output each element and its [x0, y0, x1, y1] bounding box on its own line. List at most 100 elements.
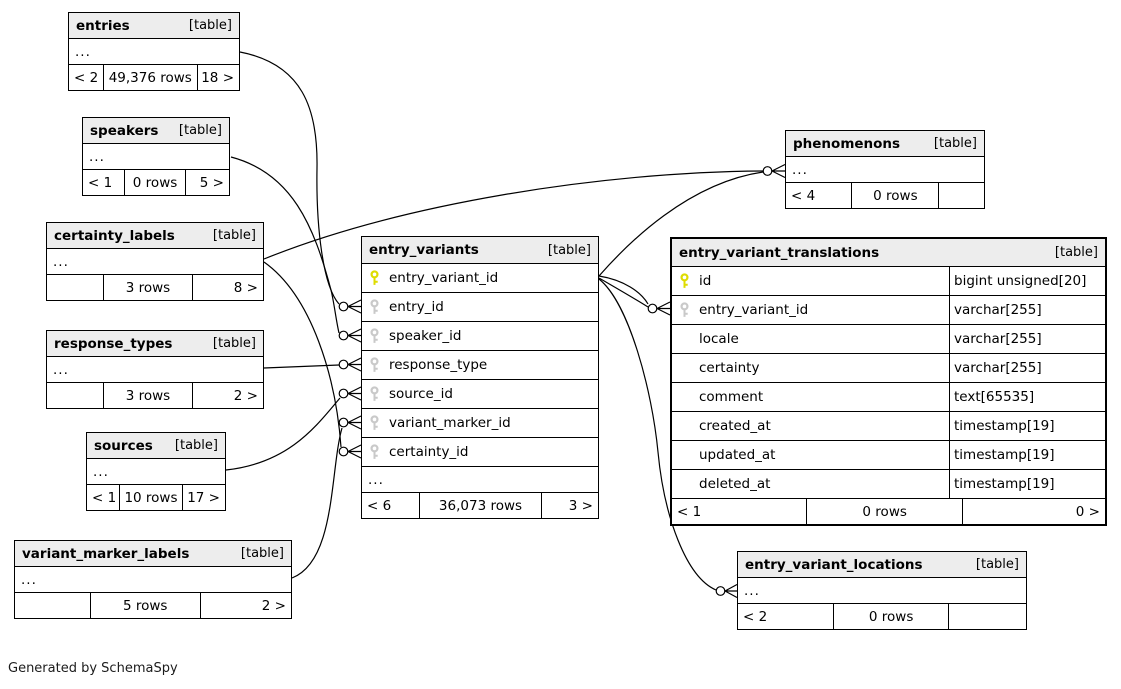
footer-rows: 5 rows — [89, 593, 200, 618]
table-name[interactable]: entries — [76, 17, 130, 34]
column-id: id bigint unsigned[20] — [672, 267, 1105, 296]
rel-response-types-response-type — [263, 364, 340, 369]
footer-rows: 0 rows — [851, 183, 938, 208]
footer-children — [15, 593, 90, 618]
table-tag: [table] — [240, 546, 284, 561]
column-type: timestamp[19] — [949, 441, 1105, 469]
footer-children: < 2 — [743, 608, 768, 625]
footer-rows: 49,376 rows — [103, 65, 197, 90]
column-type: text[65535] — [949, 383, 1105, 411]
rel-sources-source-id — [225, 397, 341, 471]
table-phenomenons[interactable]: phenomenons [table] ... < 4 0 rows — [785, 130, 985, 209]
table-name[interactable]: entry_variant_locations — [745, 556, 923, 573]
table-header[interactable]: entries [table] — [69, 13, 239, 39]
footer-children — [47, 275, 103, 300]
column-name: created_at — [699, 418, 771, 434]
table-variant-marker-labels[interactable]: variant_marker_labels [table] ... 5 rows… — [14, 540, 292, 619]
table-tag: [table] — [178, 123, 222, 138]
foreign-key-icon — [369, 298, 389, 316]
crowfoot-phenomenons — [771, 163, 786, 179]
table-footer: < 1 10 rows 17 > — [87, 485, 225, 510]
column-name: entry_id — [389, 299, 444, 315]
footer-parents: 2 > — [191, 383, 263, 408]
table-tag: [table] — [933, 136, 977, 151]
foreign-key-icon — [369, 356, 389, 374]
column-speaker-id: speaker_id — [362, 322, 598, 351]
generator-note: Generated by SchemaSpy — [8, 661, 178, 676]
footer-children: < 6 — [367, 497, 392, 514]
table-header[interactable]: variant_marker_labels [table] — [15, 541, 291, 567]
column-entry-variant-id: entry_variant_id — [362, 264, 598, 293]
primary-key-icon — [369, 269, 389, 287]
rel-variant-marker-labels-variant-marker-id — [291, 427, 343, 579]
footer-parents: 5 > — [185, 170, 229, 195]
column-source-id: source_id — [362, 380, 598, 409]
table-header[interactable]: certainty_labels [table] — [47, 223, 263, 249]
footer-children: < 1 — [92, 489, 117, 506]
footer-rows: 3 rows — [103, 275, 192, 300]
hidden-columns-row: ... — [362, 467, 598, 493]
table-entry-variant-translations[interactable]: entry_variant_translations [table] id bi… — [670, 237, 1107, 526]
table-response-types[interactable]: response_types [table] ... 3 rows 2 > — [46, 330, 264, 409]
table-name[interactable]: entry_variants — [369, 242, 479, 258]
footer-children: < 1 — [677, 503, 702, 520]
table-header[interactable]: entry_variant_translations [table] — [672, 239, 1105, 267]
column-name: updated_at — [699, 447, 776, 463]
table-entries[interactable]: entries [table] ... < 2 49,376 rows 18 > — [68, 12, 240, 91]
table-header[interactable]: speakers [table] — [83, 118, 229, 144]
table-name[interactable]: sources — [94, 437, 153, 454]
hidden-columns-row: ... — [83, 144, 229, 170]
table-name[interactable]: certainty_labels — [54, 227, 175, 244]
footer-parents: 0 > — [962, 499, 1105, 524]
footer-children — [47, 383, 103, 408]
rel-entry-variants-locations — [598, 278, 717, 591]
table-tag: [table] — [212, 228, 256, 243]
crowfoot-variant-marker-id — [347, 415, 362, 430]
foreign-key-icon — [369, 385, 389, 403]
column-type: bigint unsigned[20] — [949, 267, 1105, 295]
table-header[interactable]: entry_variant_locations [table] — [738, 552, 1026, 578]
footer-parents: 2 > — [199, 593, 291, 618]
table-footer: < 6 36,073 rows 3 > — [362, 493, 598, 518]
column-name: deleted_at — [699, 476, 771, 492]
hidden-columns-row: ... — [87, 459, 225, 485]
rel-certainty-labels-phenomenons — [263, 170, 764, 260]
table-footer: < 1 0 rows 0 > — [672, 499, 1105, 524]
table-entry-variants[interactable]: entry_variants [table] entry_variant_id … — [361, 236, 599, 519]
column-type: varchar[255] — [949, 296, 1105, 324]
column-updated-at: updated_at timestamp[19] — [672, 441, 1105, 470]
rel-entry-variants-translations-b — [598, 277, 649, 308]
primary-key-icon — [679, 272, 699, 290]
column-name: entry_variant_id — [699, 302, 809, 318]
crowfoot-source-id — [347, 386, 362, 401]
column-type: varchar[255] — [949, 325, 1105, 353]
foreign-key-icon — [679, 301, 699, 319]
table-name[interactable]: variant_marker_labels — [22, 545, 190, 562]
hidden-columns-row: ... — [738, 578, 1026, 604]
table-speakers[interactable]: speakers [table] ... < 1 0 rows 5 > — [82, 117, 230, 196]
table-name[interactable]: response_types — [54, 335, 173, 352]
table-header[interactable]: sources [table] — [87, 433, 225, 459]
column-comment: comment text[65535] — [672, 383, 1105, 412]
table-name[interactable]: speakers — [90, 122, 159, 139]
footer-parents — [948, 604, 1026, 629]
hidden-columns-row: ... — [15, 567, 291, 593]
table-header[interactable]: phenomenons [table] — [786, 131, 984, 157]
table-sources[interactable]: sources [table] ... < 1 10 rows 17 > — [86, 432, 226, 511]
column-type: timestamp[19] — [949, 412, 1105, 440]
rel-speakers-speaker-id — [230, 156, 340, 334]
footer-parents — [938, 183, 984, 208]
column-name: id — [699, 273, 712, 289]
footer-parents: 3 > — [541, 493, 598, 518]
crowfoot-entry-id — [347, 299, 362, 314]
table-name[interactable]: phenomenons — [793, 135, 901, 152]
table-footer: 3 rows 2 > — [47, 383, 263, 408]
table-header[interactable]: response_types [table] — [47, 331, 263, 357]
table-header[interactable]: entry_variants [table] — [362, 237, 598, 264]
table-certainty-labels[interactable]: certainty_labels [table] ... 3 rows 8 > — [46, 222, 264, 301]
table-entry-variant-locations[interactable]: entry_variant_locations [table] ... < 2 … — [737, 551, 1027, 630]
crowfoot-response-type — [347, 357, 362, 372]
table-name[interactable]: entry_variant_translations — [679, 244, 880, 261]
